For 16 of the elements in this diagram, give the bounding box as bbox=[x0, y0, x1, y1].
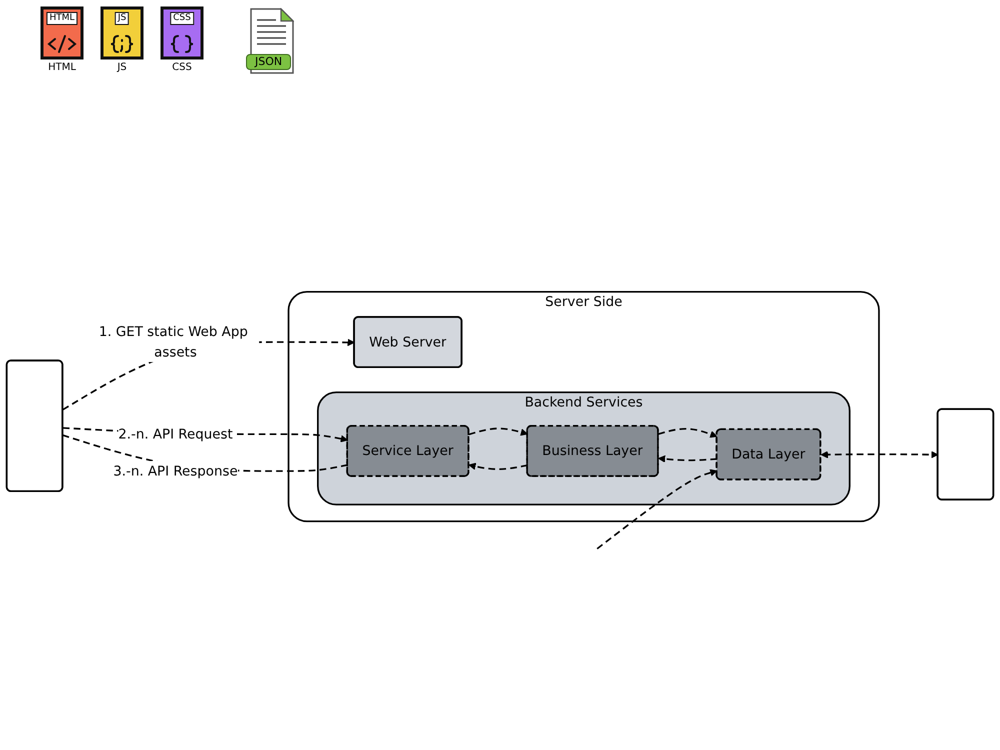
arrow bbox=[820, 450, 938, 458]
format-band: JSON bbox=[246, 54, 292, 70]
edge-label: 3.-n. API Response bbox=[113, 462, 238, 479]
edge-label: 2.-n. API Request bbox=[118, 426, 233, 442]
arrow bbox=[468, 428, 528, 436]
file-caption: JS bbox=[117, 62, 127, 74]
arrow bbox=[596, 469, 718, 550]
file-caption: HTML bbox=[48, 62, 76, 74]
arrow bbox=[658, 455, 718, 463]
file-type-tag: HTML bbox=[46, 12, 78, 25]
file-caption: CSS bbox=[172, 62, 192, 74]
edge-label: 1. GET static Web App assets bbox=[98, 324, 248, 360]
file-type-tag: CSS bbox=[170, 12, 194, 25]
file-type-tag: JS bbox=[114, 12, 130, 25]
arrow bbox=[658, 428, 718, 438]
arrow bbox=[468, 462, 528, 470]
